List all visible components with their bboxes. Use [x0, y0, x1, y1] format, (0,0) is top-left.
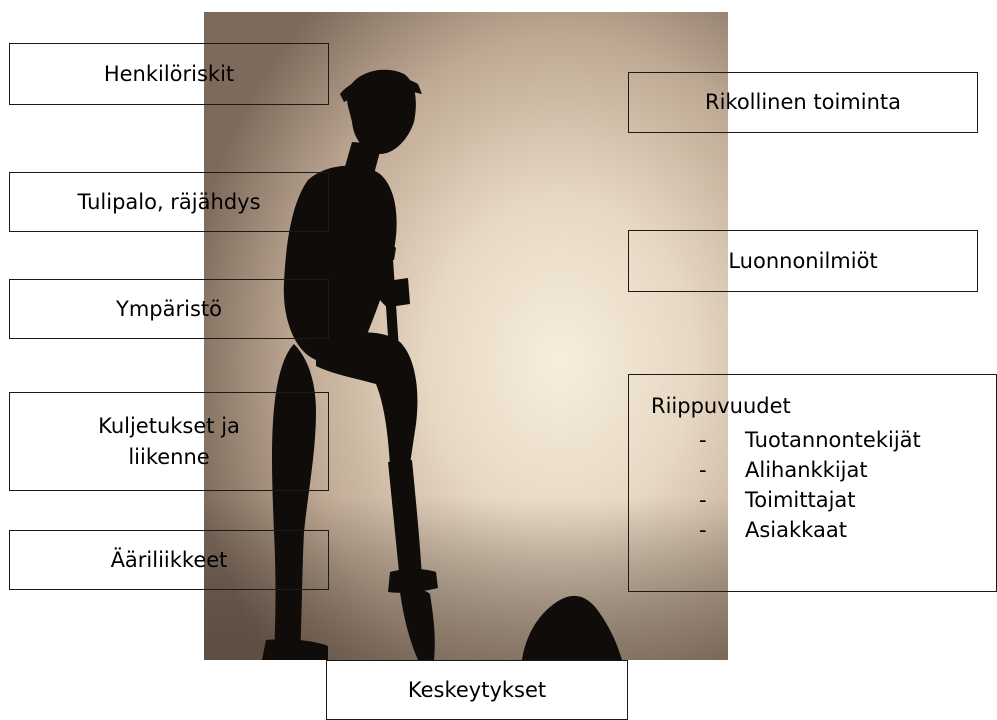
- risk-box-rikollinen: Rikollinen toiminta: [628, 72, 978, 133]
- risk-label: Kuljetukset ja liikenne: [80, 411, 258, 473]
- risk-label: Rikollinen toiminta: [705, 87, 901, 118]
- bullet-dash: -: [699, 425, 707, 455]
- dependencies-box: Riippuvuudet - Tuotannontekijät - Alihan…: [628, 374, 997, 592]
- bullet-dash: -: [699, 485, 707, 515]
- risk-box-keskeytykset: Keskeytykset: [326, 660, 628, 720]
- dependency-label: Toimittajat: [745, 488, 856, 512]
- risk-box-kuljetukset: Kuljetukset ja liikenne: [9, 392, 329, 491]
- dependencies-title: Riippuvuudet: [651, 391, 996, 421]
- risk-label: Ääriliikkeet: [111, 545, 228, 576]
- dependencies-list: - Tuotannontekijät - Alihankkijat - Toim…: [651, 425, 996, 545]
- risk-box-luonnonilmiot: Luonnonilmiöt: [628, 230, 978, 292]
- dependency-item: - Alihankkijat: [651, 455, 996, 485]
- risk-label: Luonnonilmiöt: [728, 246, 877, 277]
- risk-label: Ympäristö: [116, 294, 222, 325]
- risk-label: Henkilöriskit: [104, 59, 234, 90]
- dependency-label: Alihankkijat: [745, 458, 868, 482]
- risk-box-aariliikkeet: Ääriliikkeet: [9, 530, 329, 590]
- dependency-item: - Tuotannontekijät: [651, 425, 996, 455]
- dependency-label: Asiakkaat: [745, 518, 847, 542]
- risk-label: Keskeytykset: [408, 675, 546, 706]
- risk-box-tulipalo: Tulipalo, räjähdys: [9, 172, 329, 232]
- risk-box-ymparisto: Ympäristö: [9, 279, 329, 339]
- dependency-label: Tuotannontekijät: [745, 428, 921, 452]
- dependency-item: - Asiakkaat: [651, 515, 996, 545]
- risk-box-henkiloriskit: Henkilöriskit: [9, 43, 329, 105]
- bullet-dash: -: [699, 515, 707, 545]
- dependency-item: - Toimittajat: [651, 485, 996, 515]
- bullet-dash: -: [699, 455, 707, 485]
- risk-label: Tulipalo, räjähdys: [77, 187, 260, 218]
